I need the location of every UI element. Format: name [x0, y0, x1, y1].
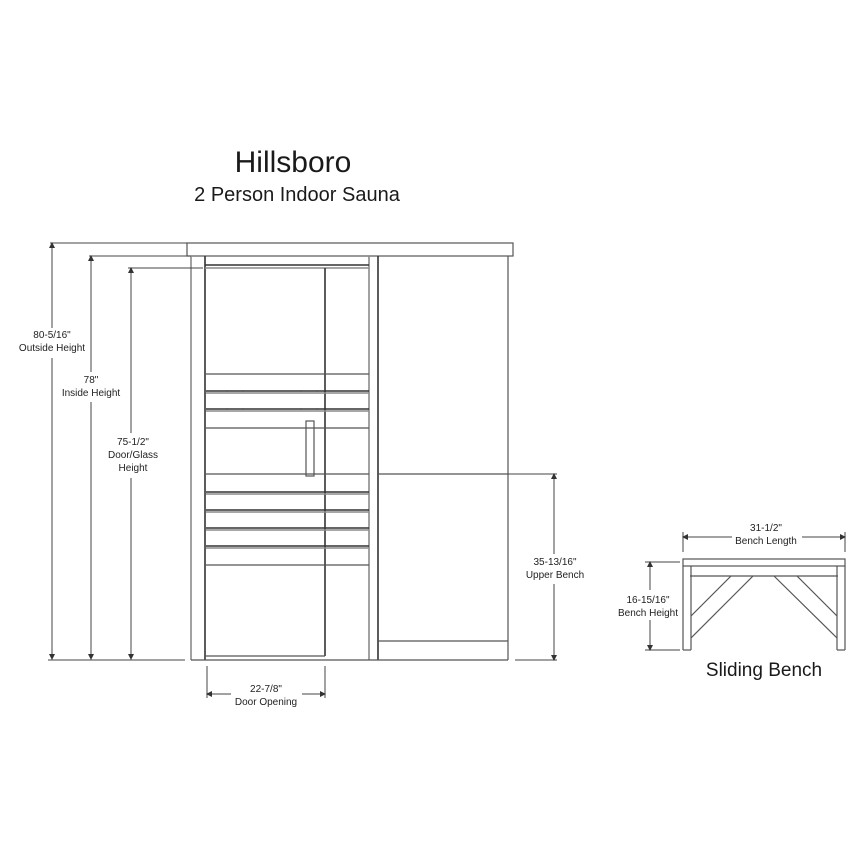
svg-text:78": 78"	[84, 375, 99, 386]
drawing-title: Hillsboro	[235, 146, 352, 179]
drawing-subtitle: 2 Person Indoor Sauna	[194, 184, 401, 206]
sliding-bench-drawing	[682, 558, 846, 651]
svg-text:31-1/2": 31-1/2"	[750, 523, 782, 534]
dim-door-opening: 22-7/8" Door Opening	[206, 666, 326, 708]
svg-text:Door/Glass: Door/Glass	[108, 450, 158, 461]
interior-slats	[206, 373, 369, 566]
door-handle[interactable]	[305, 420, 315, 477]
sliding-bench-title: Sliding Bench	[706, 660, 822, 681]
svg-text:Upper Bench: Upper Bench	[526, 570, 584, 581]
svg-text:75-1/2": 75-1/2"	[117, 437, 149, 448]
roof-cap	[186, 242, 514, 257]
svg-text:Outside Height: Outside Height	[19, 343, 85, 354]
door-header	[205, 264, 369, 269]
svg-text:Bench Length: Bench Length	[735, 536, 797, 547]
slat-screws	[226, 390, 318, 410]
dim-upper-bench: 35-13/16" Upper Bench	[508, 473, 584, 661]
dim-bench-height: 16-15/16" Bench Height	[618, 561, 680, 651]
dim-bench-length: 31-1/2" Bench Length	[682, 523, 846, 552]
dim-inside-height: 78" Inside Height	[62, 255, 191, 660]
svg-text:80-5/16": 80-5/16"	[33, 330, 71, 341]
dim-outside-height: 80-5/16" Outside Height	[19, 242, 187, 660]
svg-text:Door Opening: Door Opening	[235, 697, 297, 708]
dim-door-glass-height: 75-1/2" Door/Glass Height	[108, 267, 203, 660]
svg-text:16-15/16": 16-15/16"	[626, 595, 669, 606]
cabin-frame	[190, 256, 509, 661]
svg-text:22-7/8": 22-7/8"	[250, 684, 282, 695]
svg-text:Inside Height: Inside Height	[62, 388, 121, 399]
svg-text:35-13/16": 35-13/16"	[533, 557, 576, 568]
svg-text:Height: Height	[119, 463, 148, 474]
svg-text:Bench Height: Bench Height	[618, 608, 678, 619]
